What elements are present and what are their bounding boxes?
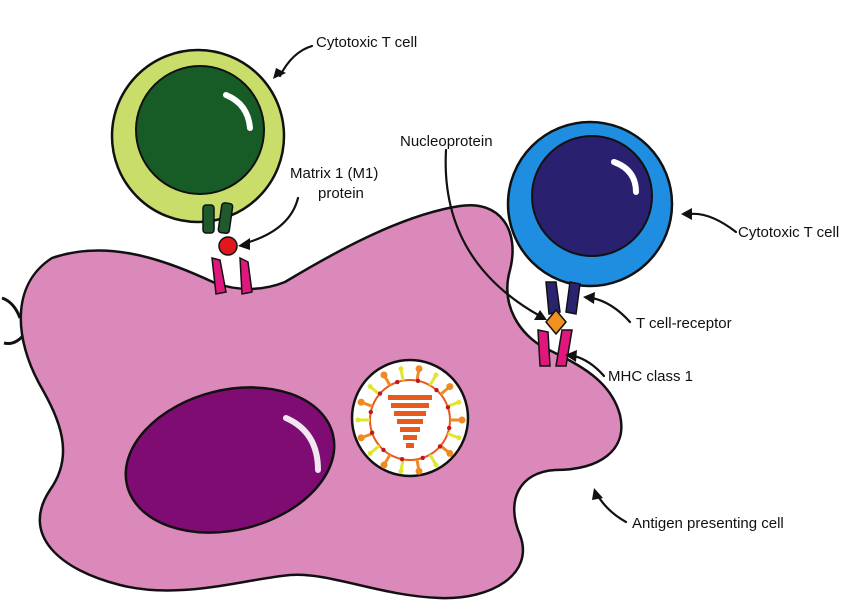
virus-spike-head xyxy=(459,417,466,424)
virus-spike-head xyxy=(416,365,423,372)
virus-spike-head xyxy=(434,463,439,468)
virus-envelope-dot xyxy=(446,405,450,409)
virus-spike-head xyxy=(398,366,403,371)
label-matrix-line2: protein xyxy=(318,185,364,202)
virus-spike-head xyxy=(381,462,388,469)
virus-envelope-dot xyxy=(434,388,438,392)
cytotoxic-t-cell-blue xyxy=(508,122,672,286)
arrow-to-apc xyxy=(592,488,626,522)
virus-spike xyxy=(401,371,403,381)
arrow-to-green-t-cell xyxy=(273,46,312,79)
virus-envelope-dot xyxy=(447,426,451,430)
virus-spike-head xyxy=(446,383,453,390)
label-t-cell-receptor: T cell-receptor xyxy=(636,315,732,332)
virus-spike-head xyxy=(456,400,461,405)
virus-spike-head xyxy=(398,469,403,474)
label-mhc-class-1: MHC class 1 xyxy=(608,368,693,385)
cytotoxic-t-cell-green xyxy=(112,50,284,222)
label-cytotoxic-t-cell-left: Cytotoxic T cell xyxy=(316,34,417,51)
virus-envelope-dot xyxy=(369,410,373,414)
virus-particle xyxy=(352,360,468,476)
virus-spike-head xyxy=(446,450,453,457)
virus-spike-head xyxy=(358,434,365,441)
label-antigen-presenting-cell: Antigen presenting cell xyxy=(632,515,784,532)
arrow-to-blue-t-cell xyxy=(681,208,736,232)
label-cytotoxic-t-cell-right: Cytotoxic T cell xyxy=(738,224,839,241)
virus-envelope-dot xyxy=(395,380,399,384)
virus-spike-head xyxy=(368,384,373,389)
tcr-navy xyxy=(546,282,580,314)
virus-envelope-dot xyxy=(370,431,374,435)
label-nucleoprotein: Nucleoprotein xyxy=(400,133,493,150)
virus-spike-head xyxy=(456,435,461,440)
virus-spike-head xyxy=(368,451,373,456)
virus-envelope-dot xyxy=(421,456,425,460)
virus-envelope-dot xyxy=(378,391,382,395)
arrow-to-t-cell-receptor xyxy=(583,292,630,322)
virus-spike-head xyxy=(416,468,423,475)
virus-spike-head xyxy=(434,372,439,377)
virus-envelope-dot xyxy=(381,448,385,452)
virus-envelope-dot xyxy=(416,379,420,383)
antigen-presenting-cell xyxy=(21,205,622,598)
m1-peptide xyxy=(219,237,237,255)
virus-envelope-dot xyxy=(400,457,404,461)
virus-spike-head xyxy=(381,371,388,378)
virus-spike-head xyxy=(358,399,365,406)
label-matrix-line1: Matrix 1 (M1) xyxy=(290,165,378,182)
virus-spike-head xyxy=(356,418,361,423)
virus-envelope-dot xyxy=(438,444,442,448)
